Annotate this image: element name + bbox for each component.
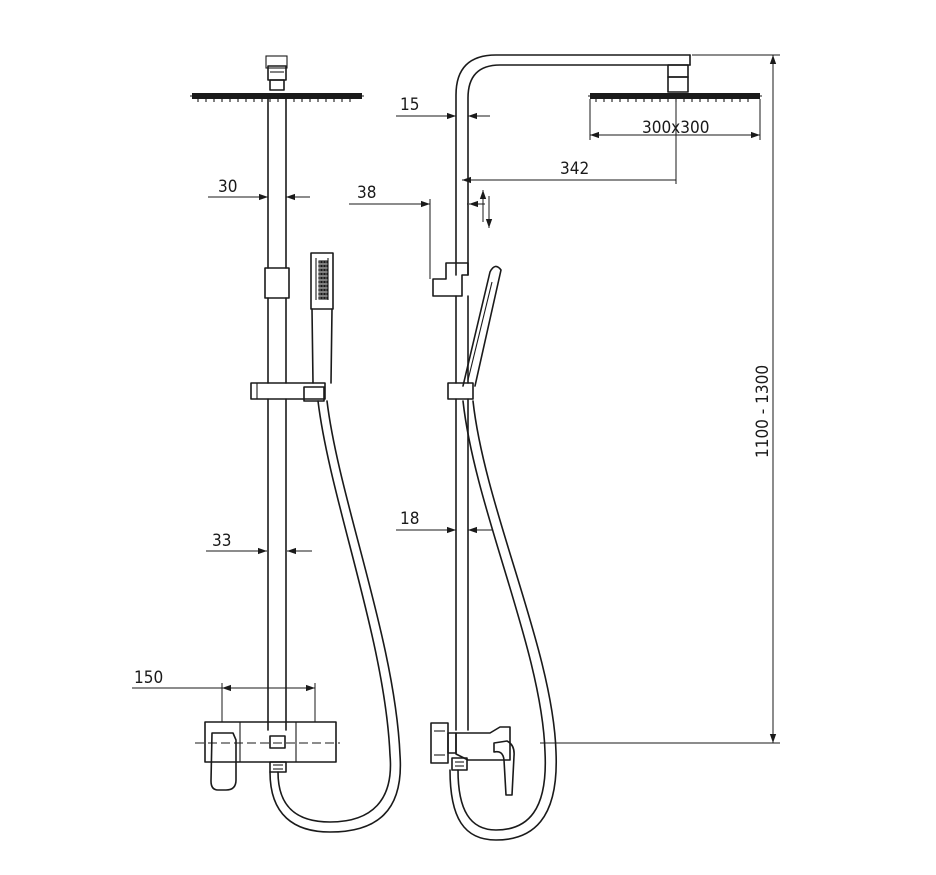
label-342: 342 [560,159,589,179]
front-view [190,55,402,833]
front-riser-pipe [250,98,326,731]
label-head-size: 300x300 [642,118,709,138]
label-18: 18 [400,509,419,529]
side-mixer [430,722,515,796]
label-33: 33 [212,531,231,551]
label-150: 150 [134,668,163,688]
label-height-range: 1100 - 1300 [753,365,773,458]
dimension-labels: 30 33 150 15 300x300 342 38 18 1100 - 13… [134,95,773,688]
label-38: 38 [357,183,376,203]
front-hose [269,400,402,833]
side-riser [432,262,474,731]
dimension-lines [132,54,780,744]
front-shower-head [190,55,364,102]
side-view [430,54,762,841]
side-shower-arm [455,54,762,276]
front-mixer [195,721,340,791]
side-hose [449,400,557,841]
label-15: 15 [400,95,419,115]
front-hand-shower [303,252,334,402]
label-30: 30 [218,177,237,197]
side-hand-shower [462,265,502,387]
